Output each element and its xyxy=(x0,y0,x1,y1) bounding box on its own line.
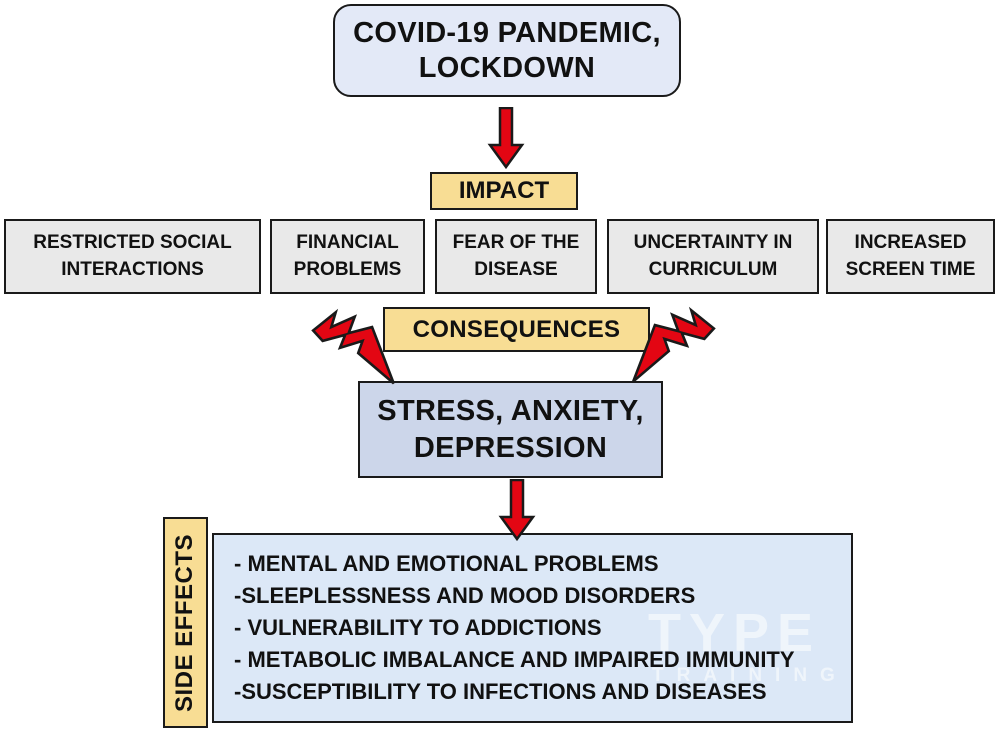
side-effect-item: -SLEEPLESSNESS AND MOOD DISORDERS xyxy=(234,583,696,609)
consequences-label: CONSEQUENCES xyxy=(412,315,621,343)
down-arrow-icon xyxy=(487,107,525,169)
covid-lockdown-line1: COVID-19 PANDEMIC, xyxy=(353,16,661,49)
factor-financial-problems: FINANCIAL PROBLEMS xyxy=(270,219,425,294)
impact-label: IMPACT xyxy=(458,177,550,204)
factor-fear-of-the-disease: FEAR OF THE DISEASE xyxy=(435,219,597,294)
lightning-bolt-icon xyxy=(311,308,395,385)
covid-lockdown-box: COVID-19 PANDEMIC, LOCKDOWN xyxy=(333,4,681,97)
side-effect-item: - MENTAL AND EMOTIONAL PROBLEMS xyxy=(234,551,659,577)
stress-line2: DEPRESSION xyxy=(413,431,608,464)
factor-label: RESTRICTED SOCIAL INTERACTIONS xyxy=(33,231,232,280)
factor-restricted-social-interactions: RESTRICTED SOCIAL INTERACTIONS xyxy=(4,219,261,294)
factor-label: FEAR OF THE DISEASE xyxy=(452,231,580,280)
consequences-label-box: CONSEQUENCES xyxy=(383,307,650,352)
factor-label: INCREASED SCREEN TIME xyxy=(845,231,976,280)
factor-label: FINANCIAL PROBLEMS xyxy=(293,231,402,280)
side-effects-label: SIDE EFFECTS xyxy=(171,533,199,712)
factor-uncertainty-in-curriculum: UNCERTAINTY IN CURRICULUM xyxy=(607,219,819,294)
side-effects-list-box: - MENTAL AND EMOTIONAL PROBLEMS -SLEEPLE… xyxy=(212,533,853,723)
covid-lockdown-text: COVID-19 PANDEMIC, LOCKDOWN xyxy=(353,16,661,86)
stress-line1: STRESS, ANXIETY, xyxy=(377,395,644,428)
impact-label-box: IMPACT xyxy=(430,172,578,210)
stress-text: STRESS, ANXIETY, DEPRESSION xyxy=(377,393,643,466)
lightning-bolt-icon xyxy=(632,306,716,383)
factor-label: UNCERTAINTY IN CURRICULUM xyxy=(633,231,793,280)
side-effect-item: - VULNERABILITY TO ADDICTIONS xyxy=(234,615,602,641)
covid-lockdown-line2: LOCKDOWN xyxy=(418,51,596,84)
down-arrow-icon xyxy=(498,479,536,541)
side-effect-item: -SUSCEPTIBILITY TO INFECTIONS AND DISEAS… xyxy=(234,678,767,704)
side-effect-item: - METABOLIC IMBALANCE AND IMPAIRED IMMUN… xyxy=(234,646,795,672)
side-effects-label-box: SIDE EFFECTS xyxy=(163,517,208,728)
factor-increased-screen-time: INCREASED SCREEN TIME xyxy=(826,219,995,294)
stress-anxiety-depression-box: STRESS, ANXIETY, DEPRESSION xyxy=(358,381,663,478)
